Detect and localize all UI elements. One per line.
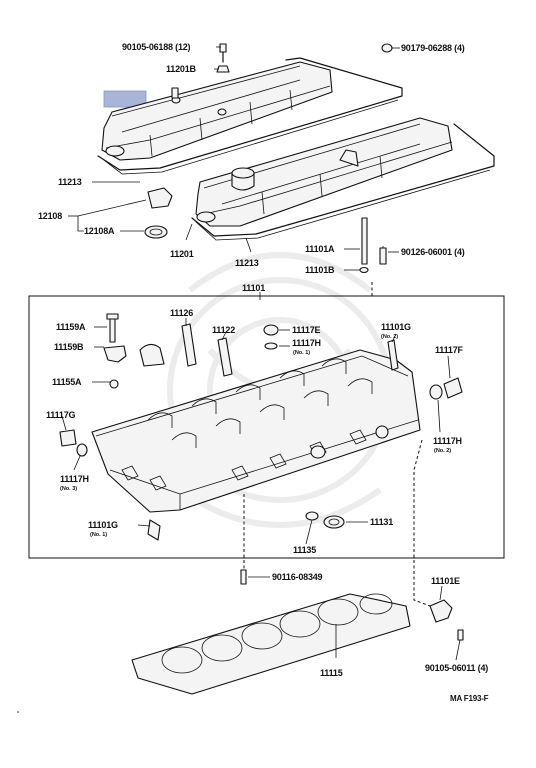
plug-11117G xyxy=(59,429,88,457)
label-90116-08349[interactable]: 90116-08349 xyxy=(272,572,323,582)
cylinder-head xyxy=(91,349,421,513)
label-11101G-no2-sub: (No. 2) xyxy=(381,334,399,340)
cap-11159B xyxy=(103,345,127,363)
label-11101B[interactable]: 11101B xyxy=(305,265,335,275)
label-11155A[interactable]: 11155A xyxy=(52,377,82,387)
head-cover-left xyxy=(101,61,333,161)
label-11117H-no2-sub: (No. 2) xyxy=(434,448,452,454)
label-11213-left[interactable]: 11213 xyxy=(58,177,82,187)
grommet-90179-06288 xyxy=(381,43,393,53)
label-11201[interactable]: 11201 xyxy=(170,249,194,259)
stud-11101A xyxy=(359,217,387,274)
guide-11122 xyxy=(217,337,233,377)
label-11117F[interactable]: 11117F xyxy=(435,345,463,355)
guide-11126 xyxy=(181,323,197,367)
seal-11131-11135 xyxy=(305,511,345,529)
label-11117H-no1-sub: (No. 1) xyxy=(293,350,311,356)
label-11117H-no1[interactable]: 11117H xyxy=(292,338,321,348)
label-11159A[interactable]: 11159A xyxy=(56,322,86,332)
label-11117H-no2[interactable]: 11117H xyxy=(433,436,462,446)
head-gasket xyxy=(131,593,411,695)
gasket-right xyxy=(191,123,495,237)
label-11135[interactable]: 11135 xyxy=(293,545,317,555)
label-12108A[interactable]: 12108A xyxy=(84,226,115,236)
label-11101G-no1-sub: (No. 1) xyxy=(90,532,108,538)
label-11101A[interactable]: 11101A xyxy=(305,244,335,254)
label-11101E[interactable]: 11101E xyxy=(431,576,460,586)
pin-11155A xyxy=(109,379,119,389)
label-90179-06288[interactable]: 90179-06288 (4) xyxy=(401,43,465,53)
label-11117H-no3[interactable]: 11117H xyxy=(60,474,89,484)
label-12108[interactable]: 12108 xyxy=(38,211,63,221)
label-11213-right[interactable]: 11213 xyxy=(235,258,259,268)
label-11117E[interactable]: 11117E xyxy=(292,325,321,335)
label-11131[interactable]: 11131 xyxy=(370,517,394,527)
label-11117G[interactable]: 11117G xyxy=(46,410,76,420)
label-11126[interactable]: 11126 xyxy=(170,308,194,318)
highlight-marker[interactable] xyxy=(103,90,147,108)
label-90126-06001[interactable]: 90126-06001 (4) xyxy=(401,247,465,257)
head-cover-right xyxy=(195,117,453,227)
label-11159B[interactable]: 11159B xyxy=(54,342,84,352)
plug-11117F xyxy=(429,377,463,400)
cylinder-head-assy-frame xyxy=(28,295,505,559)
bearing-cap xyxy=(139,343,165,367)
bolt-90105-06188 xyxy=(216,43,230,73)
plug-11117E xyxy=(263,324,279,350)
diagram-code: MA F193-F xyxy=(450,694,489,703)
gasket-left xyxy=(97,57,403,171)
stud-11101G-no1 xyxy=(147,519,161,541)
label-90105-06188[interactable]: 90105-06188 (12) xyxy=(122,42,191,52)
label-90105-06011[interactable]: 90105-06011 (4) xyxy=(425,663,489,673)
seal-washer-12108 xyxy=(144,187,173,239)
label-11115[interactable]: 11115 xyxy=(320,668,343,678)
label-11101G-no1[interactable]: 11101G xyxy=(88,520,118,530)
stud-11101G-no2 xyxy=(387,339,399,371)
label-11101[interactable]: 11101 xyxy=(242,283,266,293)
label-11122[interactable]: 11122 xyxy=(212,325,236,335)
leader-lines xyxy=(61,46,461,661)
bolt-11159A xyxy=(106,313,119,343)
label-11117H-no3-sub: (No. 3) xyxy=(60,486,78,492)
label-11101G-no2[interactable]: 11101G xyxy=(381,322,411,332)
bracket-11101E xyxy=(429,599,464,641)
label-11201B[interactable]: 11201B xyxy=(166,64,196,74)
